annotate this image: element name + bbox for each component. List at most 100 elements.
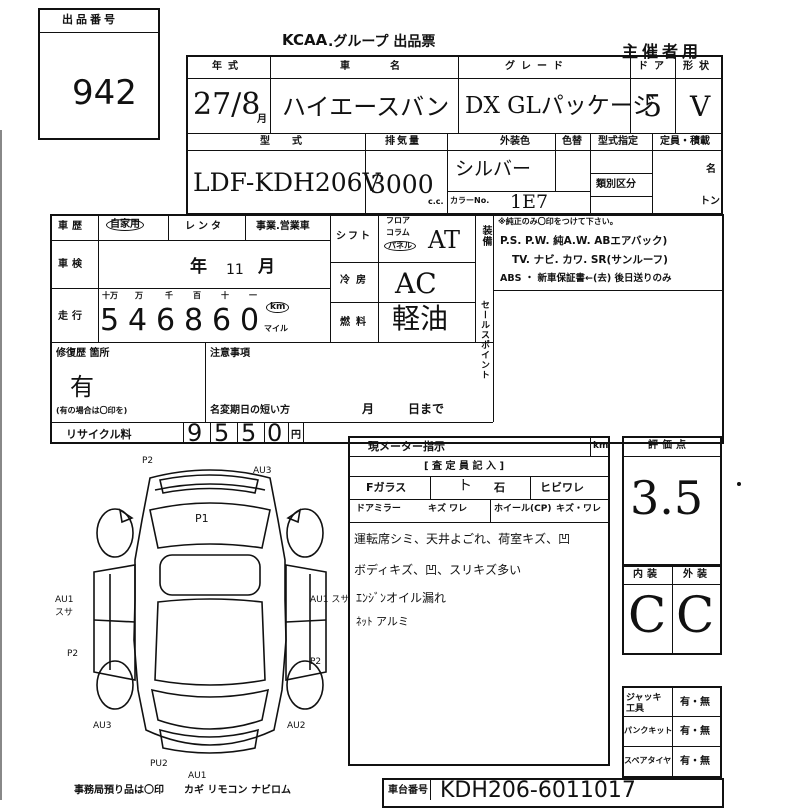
puncture-kit-option: 有・無	[680, 726, 710, 737]
mileage-digit: 8	[184, 303, 204, 338]
model-value: LDF-KDH206V	[193, 168, 381, 197]
equipment-line-3: ABS ・ 新車保証書←(去) 後日送りのみ	[500, 273, 672, 284]
sales-point-label: セールスポイント	[479, 300, 489, 380]
chassis-number-label: 車台番号	[388, 785, 428, 796]
comment-line-2: ボディキズ、凹、スリキズ多い	[354, 563, 522, 577]
door-label: ドア	[638, 61, 670, 72]
mileage-digit: 4	[128, 303, 148, 338]
front-glass-value: ト	[458, 478, 472, 494]
rename-day: 日まで	[408, 402, 445, 416]
owner-option: 自家用	[106, 219, 144, 231]
lot-number-value: 942	[72, 73, 137, 113]
interior-grade: C	[628, 586, 667, 644]
fuel-value: 軽油	[392, 302, 449, 335]
recycle-digit: 9	[187, 419, 203, 447]
brand-logo: KCAA	[282, 31, 328, 49]
color-code-label: カラーNo.	[450, 196, 490, 205]
color-code-value: 1E7	[510, 191, 549, 213]
exterior-color-label: 外装色	[500, 136, 530, 147]
lot-number-label: 出品番号	[62, 13, 118, 26]
spare-tire-option: 有・無	[680, 756, 710, 767]
main-table	[50, 214, 724, 444]
mileage-unit: 十	[221, 291, 229, 300]
shaken-month-value: 11	[226, 262, 244, 278]
left-edge-line	[0, 130, 2, 800]
rename-deadline-label: 名変期日の短い方	[210, 405, 290, 416]
displacement-label: 排気量	[385, 136, 421, 147]
damage-mark: スサ	[55, 608, 74, 618]
tons-unit: トン	[700, 196, 720, 207]
wheel-value: キズ・ワレ	[556, 504, 602, 514]
exterior-label: 外装	[683, 569, 711, 580]
shift-panel: パネル	[384, 241, 416, 251]
inspector-title: [ 査 定 員 記 入 ]	[424, 461, 505, 472]
rename-month: 月	[362, 402, 375, 416]
mileage-unit: 千	[165, 291, 173, 300]
mileage-digit: 6	[156, 303, 176, 338]
score-value: 3.5	[630, 471, 704, 525]
equipment-label: 装備	[480, 225, 491, 247]
damage-mark: AU3	[93, 721, 112, 731]
repair-history-note: (有の場合は〇印を)	[56, 406, 128, 415]
km-option: km	[266, 302, 290, 313]
punch-dot	[737, 482, 741, 486]
body-value: V	[690, 90, 711, 123]
damage-mark: P1	[195, 512, 209, 525]
rock-chip-label: 石	[494, 481, 505, 494]
front-glass-label: Fガラス	[366, 481, 407, 494]
equipment-line-2: TV. ナビ. カワ. SR(サンルーフ)	[512, 254, 668, 266]
comment-line-4: ﾈｯﾄ アルミ	[356, 615, 409, 628]
model-label: 型式	[260, 136, 324, 147]
damage-mark: AU1 スサ	[310, 595, 350, 605]
office-items: カギ リモコン ナビロム	[184, 785, 291, 796]
mileage-label: 走行	[58, 311, 86, 322]
recycle-digit: 0	[267, 419, 283, 447]
year-value: 27/8	[193, 87, 261, 122]
displacement-value: 3000	[370, 170, 434, 199]
lot-number-box: 出品番号 942	[38, 8, 160, 140]
equipment-note: ※純正のみ〇印をつけて下さい。	[498, 217, 618, 226]
office-items-label: 事務局預り品は〇印	[74, 785, 164, 796]
type-designation-label: 型式指定	[598, 136, 638, 147]
comment-line-1: 運転席シミ、天井よごれ、荷室キズ、凹	[354, 532, 571, 546]
color-change-label: 色替	[562, 136, 582, 147]
meter-km: km	[593, 441, 609, 451]
mileage-unit: 万	[135, 291, 143, 300]
class-division-label: 類別区分	[596, 179, 636, 190]
recycle-digit: 5	[241, 419, 257, 447]
shift-floor: フロア	[386, 216, 410, 225]
jack-tools-option: 有・無	[680, 697, 710, 708]
business-option: 事業.営業車	[256, 221, 310, 232]
recycle-digit: 5	[214, 419, 230, 447]
shift-column: コラム	[386, 228, 410, 237]
shaken-label: 車検	[58, 259, 86, 270]
form-title: .グループ 出品票	[328, 34, 436, 50]
grade-value: DX GLパッケージ	[465, 93, 656, 119]
month-suffix: 月	[257, 114, 267, 125]
inspector-box	[348, 436, 610, 766]
cc-label: c.c.	[428, 197, 444, 206]
door-mirror-value: キズ ワレ	[428, 504, 468, 514]
shaken-month: 月	[258, 257, 275, 277]
shaken-year: 年	[190, 257, 207, 277]
mileage-digit: 6	[212, 303, 232, 338]
chassis-number-value: KDH206-6011017	[440, 778, 636, 803]
history-label: 車歴	[58, 221, 86, 232]
mileage-unit: 百	[193, 291, 201, 300]
damage-mark: P2	[310, 657, 322, 667]
damage-mark: AU1	[55, 595, 74, 605]
puncture-kit-label: パンクキット	[624, 726, 673, 735]
recycle-yen: 円	[291, 430, 301, 441]
exterior-grade: C	[676, 586, 715, 644]
exterior-color-value: シルバー	[455, 158, 532, 180]
fuel-label: 燃料	[340, 317, 372, 328]
mile-option: マイル	[264, 324, 288, 333]
damage-mark: PU2	[150, 759, 168, 769]
equipment-line-1: P.S. P.W. 純A.W. ABエアバック)	[500, 235, 668, 247]
spare-tire-label: スペアタイヤ	[624, 756, 672, 765]
door-value: 5	[643, 89, 663, 124]
jack-tools-label: ジャッキ工具	[626, 693, 662, 714]
score-label: 評価点	[648, 440, 690, 451]
mileage-unit: 十万	[102, 291, 118, 300]
rental-option: レンタ	[185, 221, 224, 232]
